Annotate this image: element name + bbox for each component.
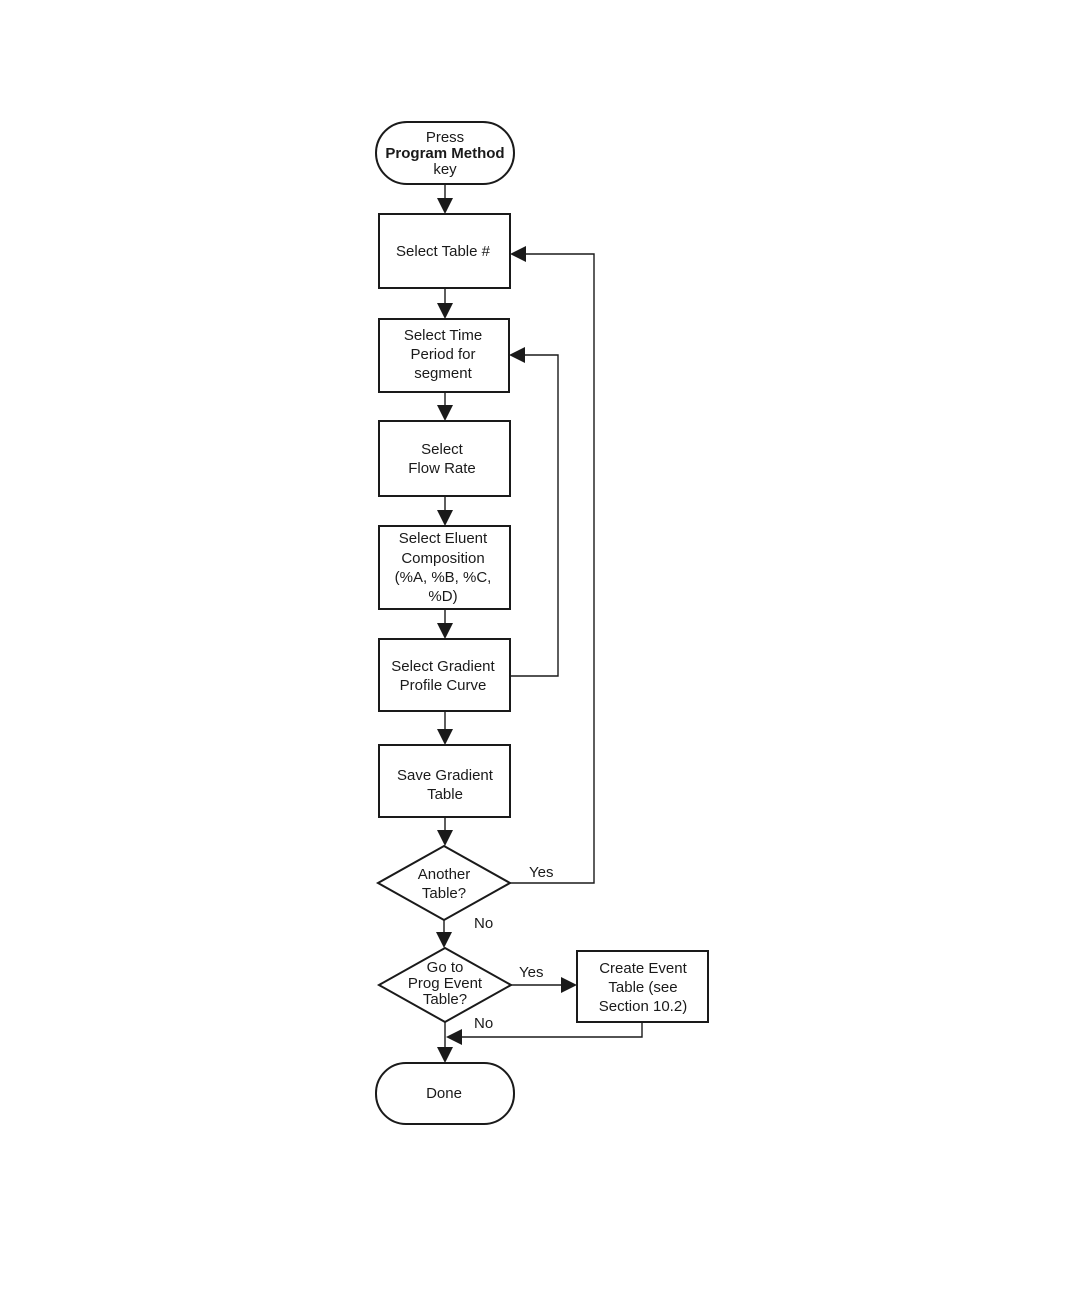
arrowhead bbox=[437, 303, 453, 319]
arrowhead bbox=[437, 198, 453, 214]
select-flow-line-1: Select bbox=[421, 441, 464, 458]
another-yes-label: Yes bbox=[529, 864, 553, 881]
done-label: Done bbox=[426, 1085, 462, 1102]
prog-no-label: No bbox=[474, 1015, 493, 1032]
select-gradient-line-1: Select Gradient bbox=[391, 658, 495, 675]
go-prog-line-1: Go to bbox=[427, 959, 464, 976]
start-line-3: key bbox=[433, 161, 457, 178]
another-table-line-2: Table? bbox=[422, 885, 466, 902]
arrowhead bbox=[561, 977, 577, 993]
create-event-line-2: Table (see bbox=[608, 979, 677, 996]
select-flow-box bbox=[379, 421, 510, 496]
select-time-line-1: Select Time bbox=[404, 327, 482, 344]
arrowhead bbox=[437, 623, 453, 639]
arrowhead bbox=[437, 1047, 453, 1063]
go-prog-line-2: Prog Event bbox=[408, 975, 483, 992]
arrowhead bbox=[437, 405, 453, 421]
arrowhead bbox=[437, 830, 453, 846]
select-time-line-2: Period for bbox=[410, 346, 475, 363]
arrowhead bbox=[510, 246, 526, 262]
arrowhead bbox=[446, 1029, 462, 1045]
select-flow-line-2: Flow Rate bbox=[408, 460, 476, 477]
arrowhead bbox=[437, 729, 453, 745]
start-line-2: Program Method bbox=[385, 145, 504, 162]
arrowhead bbox=[509, 347, 525, 363]
another-table-line-1: Another bbox=[418, 866, 471, 883]
create-event-line-1: Create Event bbox=[599, 960, 687, 977]
arrowhead bbox=[436, 932, 452, 948]
start-line-1: Press bbox=[426, 129, 464, 146]
select-gradient-box bbox=[379, 639, 510, 711]
select-time-line-3: segment bbox=[414, 365, 472, 382]
another-no-label: No bbox=[474, 915, 493, 932]
save-table-line-2: Table bbox=[427, 786, 463, 803]
prog-yes-label: Yes bbox=[519, 964, 543, 981]
select-gradient-line-2: Profile Curve bbox=[400, 677, 487, 694]
select-eluent-line-2: Composition bbox=[401, 550, 484, 567]
select-table-label: Select Table # bbox=[396, 243, 491, 260]
another-table-decision bbox=[378, 846, 510, 920]
save-table-line-1: Save Gradient bbox=[397, 767, 494, 784]
loop-gradient-to-time bbox=[510, 355, 558, 676]
select-eluent-line-3: (%A, %B, %C, bbox=[395, 569, 492, 586]
select-eluent-line-1: Select Eluent bbox=[399, 530, 488, 547]
go-prog-line-3: Table? bbox=[423, 991, 467, 1008]
arrowhead bbox=[437, 510, 453, 526]
select-eluent-line-4: %D) bbox=[428, 588, 457, 605]
create-event-line-3: Section 10.2) bbox=[599, 998, 687, 1015]
